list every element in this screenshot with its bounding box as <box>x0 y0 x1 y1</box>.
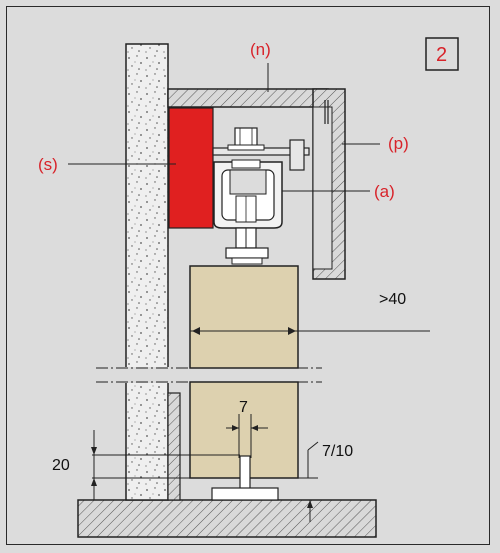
dimension-width: >40 <box>379 291 406 308</box>
label-profile-p: (p) <box>388 134 409 153</box>
dimension-clearance: 7/10 <box>322 443 353 460</box>
concrete-wall <box>125 43 169 501</box>
figure-number-badge <box>425 37 459 71</box>
floor-guide-base <box>211 487 279 501</box>
label-trolley-a: (a) <box>374 182 395 201</box>
track-bracket <box>289 139 305 171</box>
door-leaf-upper <box>189 265 299 369</box>
floor-slab <box>77 499 377 538</box>
cover-top <box>167 88 329 108</box>
dimension-height: 20 <box>52 457 70 474</box>
cover-side-inner <box>312 106 333 270</box>
fixing-block <box>168 107 214 229</box>
wall-break-gap <box>120 367 174 383</box>
dimension-gap: 7 <box>239 399 248 416</box>
figure-number: 2 <box>436 44 447 66</box>
label-block-s: (s) <box>38 155 58 174</box>
floor-guide-profile <box>167 392 181 501</box>
floor-guide-pin <box>239 455 251 491</box>
label-cover-n: (n) <box>250 40 271 59</box>
